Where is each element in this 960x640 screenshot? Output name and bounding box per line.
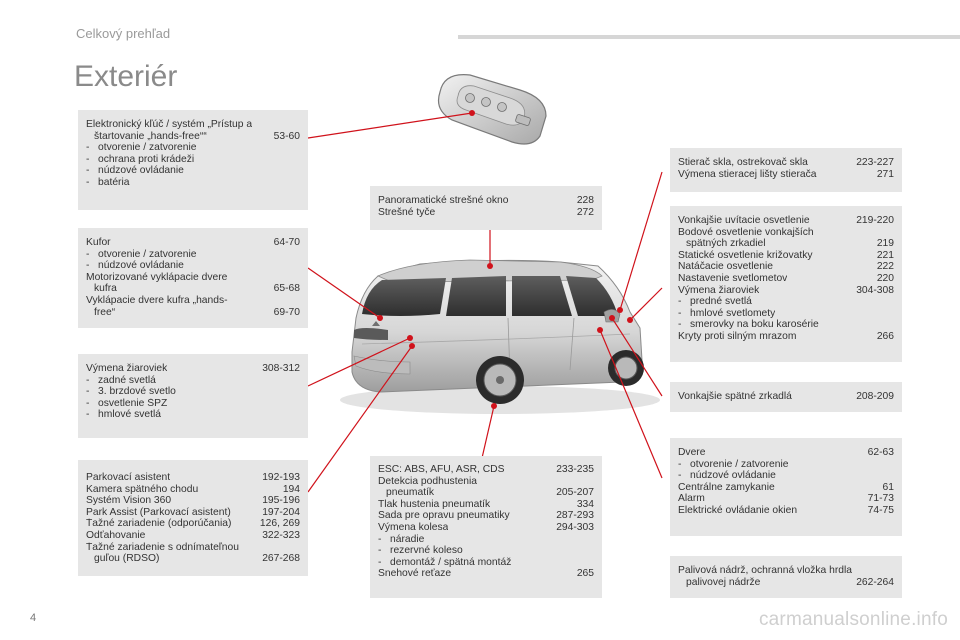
box-bullet: 3. brzdové svetlo: [86, 386, 300, 398]
box-bullet: smerovky na boku karosérie: [678, 319, 894, 331]
box-bullet: ochrana proti krádeži: [86, 154, 300, 166]
box-line: Bodové osvetlenie vonkajších: [678, 226, 814, 238]
box-line: Ťažné zariadenie (odporúčania)126, 269: [86, 518, 300, 530]
box-bullet: osvetlenie ŠPZ: [86, 398, 300, 410]
box-bullet: núdzové ovládanie: [86, 165, 300, 177]
box-line: free“69-70: [94, 306, 300, 318]
leader-lines: [307, 112, 663, 493]
info-box-key: Elektronický kľúč / systém „Prístup a št…: [78, 110, 308, 210]
box-line: Palivová nádrž, ochranná vložka hrdla: [678, 565, 853, 576]
box-line: Park Assist (Parkovací asistent)197-204: [86, 506, 300, 518]
page-title: Exteriér: [74, 60, 178, 93]
section-header: Celkový prehľad: [76, 26, 171, 41]
header-rule: [458, 35, 960, 39]
box-bullet: náradie: [378, 534, 594, 546]
box-bullet: núdzové ovládanie: [86, 260, 300, 272]
box-line: štartovanie „hands-free““53-60: [94, 130, 300, 142]
box-line: Vyklápacie dvere kufra „hands-: [86, 294, 228, 306]
info-box-fuel: Palivová nádrž, ochranná vložka hrdla pa…: [670, 556, 902, 598]
box-line: Motorizované vyklápacie dvere: [86, 271, 228, 283]
box-bullet: otvorenie / zatvorenie: [678, 459, 894, 471]
box-bullet: núdzové ovládanie: [678, 470, 894, 482]
box-bullet: otvorenie / zatvorenie: [86, 142, 300, 154]
box-line: Elektronický kľúč / systém „Prístup a: [86, 119, 253, 130]
key-fob-illustration: [437, 74, 547, 145]
box-line: Ťažné zariadenie s odnímateľnou: [86, 541, 239, 553]
watermark: carmanualsonline.info: [758, 609, 948, 630]
box-bullet: hmlové svetlomety: [678, 308, 894, 320]
box-bullet: batéria: [86, 177, 300, 189]
car-illustration: [340, 259, 660, 414]
box-bullet: predné svetlá: [678, 296, 894, 308]
box-line: Detekcia podhustenia: [378, 475, 478, 487]
box-bullet: demontáž / spätná montáž: [378, 557, 594, 569]
box-line: guľou (RDSO)267-268: [94, 553, 300, 565]
leader-dots: [377, 110, 633, 409]
box-bullet: rezervné koleso: [378, 545, 594, 557]
box-bullet: hmlové svetlá: [86, 409, 300, 421]
box-bullet: zadné svetlá: [86, 375, 300, 387]
page-number: 4: [30, 612, 37, 624]
box-bullet: otvorenie / zatvorenie: [86, 249, 300, 261]
